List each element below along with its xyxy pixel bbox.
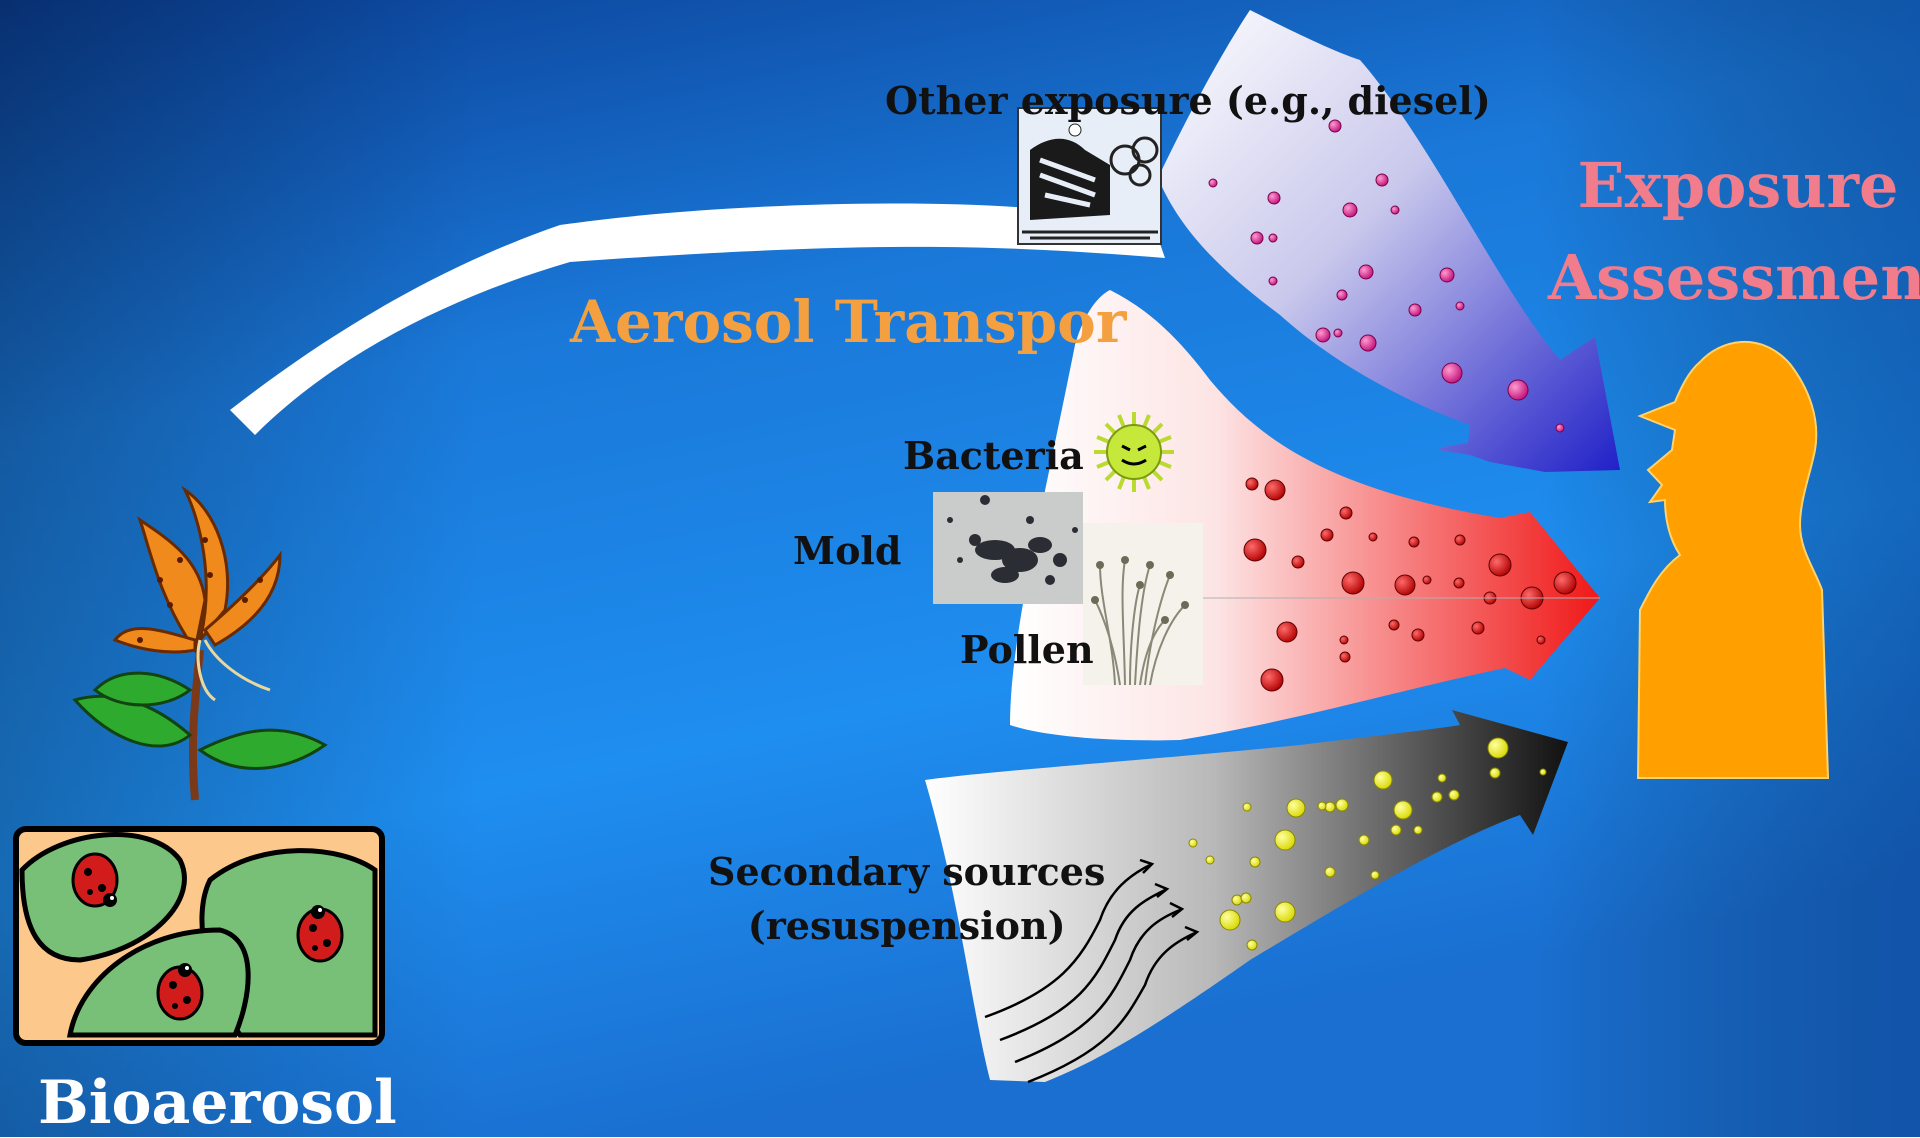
secondary-sources-label: Secondary sources (resuspension) — [708, 845, 1105, 953]
other-exposure-label: Other exposure (e.g., diesel) — [885, 78, 1491, 123]
secondary-label-line1: Secondary sources — [708, 845, 1105, 899]
aerosol-transport-title: Aerosol Transpor — [570, 288, 1126, 356]
mold-micrograph-icon — [933, 492, 1083, 604]
mold-label: Mold — [793, 528, 901, 573]
bacteria-label: Bacteria — [903, 433, 1084, 478]
ladybug-leaves-icon — [16, 829, 382, 1043]
bacteria-icon — [1094, 412, 1174, 492]
ladybug-1 — [73, 854, 117, 907]
secondary-label-line2: (resuspension) — [708, 899, 1105, 953]
diesel-engine-icon — [1018, 108, 1161, 244]
exposure-title-line1: Exposure — [1548, 140, 1920, 232]
pollen-label: Pollen — [960, 627, 1094, 672]
exposure-assessment-title: Exposure Assessment — [1548, 140, 1920, 324]
pollen-stalks-icon — [1083, 523, 1203, 685]
bioaerosol-title: Bioaerosol — [38, 1068, 397, 1138]
exposure-title-line2: Assessment — [1548, 232, 1920, 324]
